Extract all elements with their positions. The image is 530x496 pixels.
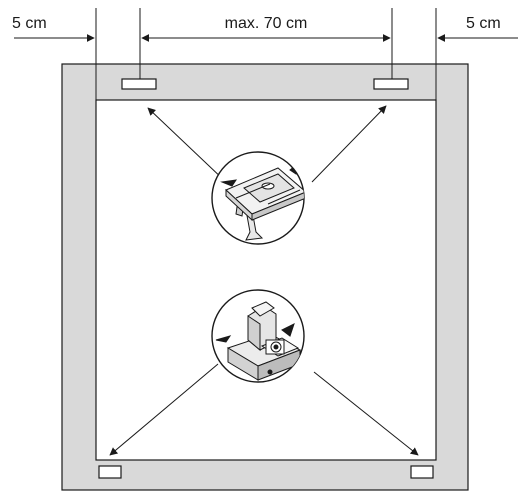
arrow-to-bottom-left	[109, 363, 219, 456]
arrow-to-top-left	[147, 107, 227, 183]
arrow-to-bottom-right	[313, 371, 419, 456]
mount-point-top-right	[373, 78, 409, 90]
left-margin-label: 5 cm	[12, 15, 47, 32]
mount-point-bottom-left	[98, 465, 122, 479]
right-margin-label: 5 cm	[466, 15, 501, 32]
ceiling-mounted-sensor-icon	[211, 151, 305, 245]
arrow-to-top-right	[311, 105, 387, 183]
mount-point-top-left	[121, 78, 157, 90]
spacing-label: max. 70 cm	[225, 15, 308, 32]
floor-base-unit-icon	[211, 289, 305, 383]
mount-point-bottom-right	[410, 465, 434, 479]
